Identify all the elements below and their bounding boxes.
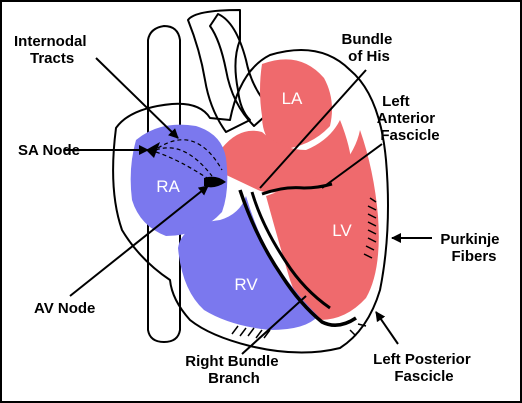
rv-label: RV bbox=[234, 275, 258, 294]
posterior-fascicle-leader bbox=[375, 311, 399, 345]
left-posterior-fascicle-label: Left Posterior Fascicle bbox=[373, 351, 475, 385]
ra-label: RA bbox=[156, 177, 180, 196]
lv-label: LV bbox=[332, 221, 352, 240]
bundle-of-his-leader bbox=[259, 69, 367, 189]
internodal-tracts-label: Internodal Tracts bbox=[14, 33, 91, 67]
sa-node-mark bbox=[146, 142, 160, 158]
aorta bbox=[187, 9, 251, 133]
right-bundle-leader bbox=[241, 295, 307, 355]
septum-bundle bbox=[238, 189, 357, 327]
heart-outline bbox=[112, 49, 389, 354]
septum-bundle-inner bbox=[250, 191, 331, 310]
right-ventricle bbox=[178, 196, 318, 330]
av-node-mark bbox=[204, 176, 226, 188]
pulmonary-artery bbox=[209, 13, 273, 127]
vena-cava bbox=[147, 25, 181, 343]
left-anterior-fascicle-label: Left Anterior Fascicle bbox=[377, 93, 440, 144]
internodal-tracts-dashes bbox=[155, 139, 223, 181]
sa-node-label: SA Node bbox=[18, 142, 80, 159]
internodal-leader bbox=[95, 57, 179, 139]
left-heart-upper bbox=[220, 120, 352, 193]
av-node-leader bbox=[69, 185, 209, 297]
right-bundle-branch-label: Right Bundle Branch bbox=[185, 353, 283, 387]
purkinje-fibers-label: Purkinje Fibers bbox=[440, 231, 503, 265]
la-label: LA bbox=[282, 89, 303, 108]
av-node-label: AV Node bbox=[34, 300, 95, 317]
bundle-of-his-label: Bundle of His bbox=[341, 31, 396, 65]
purkinje-hatching bbox=[231, 197, 377, 339]
anterior-fascicle-leader bbox=[321, 143, 383, 189]
